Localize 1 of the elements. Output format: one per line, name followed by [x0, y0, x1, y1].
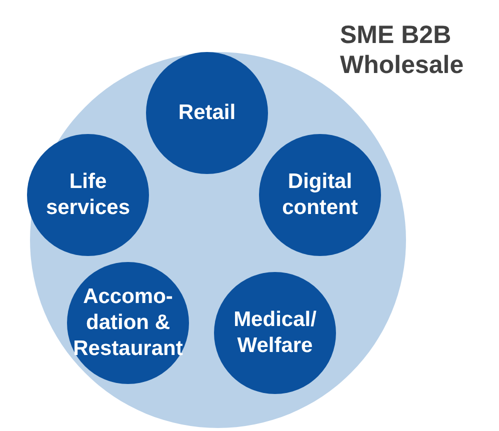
- group-title: SME B2B Wholesale: [340, 20, 465, 80]
